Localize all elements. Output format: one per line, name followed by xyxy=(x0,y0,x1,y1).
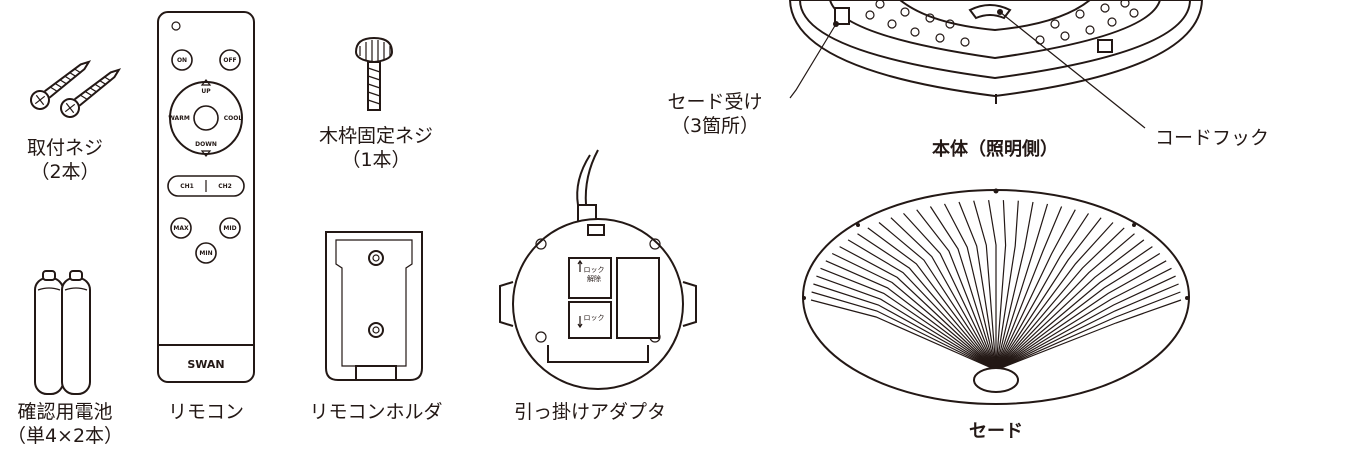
remote-warm-label: WARM xyxy=(168,115,190,122)
main-body-icon xyxy=(788,0,1204,129)
remote-holder-label: リモコンホルダ xyxy=(309,401,443,423)
shade-pleat xyxy=(813,283,997,371)
shade-holder-name: セード受け xyxy=(667,91,763,113)
wood-screw-qty: （1本） xyxy=(341,149,411,171)
remote-up-label: UP xyxy=(201,88,211,95)
shade-pleat xyxy=(995,260,1167,371)
shade-pleat xyxy=(995,201,1034,371)
mounting-screws-label: 取付ネジ （2本） xyxy=(0,136,130,184)
shade-pleat xyxy=(825,260,997,371)
shade-pleat xyxy=(995,213,1090,371)
shade-pleat xyxy=(811,291,997,371)
shade-pleat xyxy=(995,200,1007,371)
shade-pleat xyxy=(995,239,1145,371)
shade-pleat xyxy=(890,217,997,371)
shade-pleat xyxy=(847,239,997,371)
shade-pleat xyxy=(929,206,997,371)
wood-screw-icon xyxy=(354,36,394,111)
shade-holder-label: セード受け （3箇所） xyxy=(655,90,775,138)
remote-holder-icon xyxy=(325,231,423,381)
remote-ch2-label: CH2 xyxy=(218,183,232,190)
shade-pleat xyxy=(839,246,997,371)
shade-pleat xyxy=(857,233,997,371)
mounting-screws-icon xyxy=(30,60,122,118)
adapter-lock-release-label-1: ロック xyxy=(584,266,605,274)
shade-pleat xyxy=(973,200,997,371)
adapter-lock-label: ロック xyxy=(584,314,605,322)
shade-pleat xyxy=(958,201,997,371)
shade-pleat xyxy=(995,291,1181,371)
remote-ch1-label: CH1 xyxy=(180,183,194,190)
shade-pleat xyxy=(878,222,997,371)
remote-brand-label: SWAN xyxy=(187,358,224,371)
wood-screw-name: 木枠固定ネジ xyxy=(318,125,433,147)
remote-mid-label: MID xyxy=(223,225,236,232)
shade-pleat xyxy=(995,275,1176,371)
wood-screw-label: 木枠固定ネジ （1本） xyxy=(296,124,456,172)
remote-max-label: MAX xyxy=(173,225,189,232)
shade-pleat xyxy=(867,227,997,371)
remote-control-label: リモコン xyxy=(167,401,244,423)
shade-pleat xyxy=(995,209,1076,371)
shade-pleat xyxy=(831,252,997,371)
shade-pleat xyxy=(943,203,997,371)
remote-cool-label: COOL xyxy=(224,115,243,122)
remote-down-label: DOWN xyxy=(195,141,217,148)
shade-pleat xyxy=(995,217,1102,371)
battery-qty: （単4×2本） xyxy=(6,425,124,447)
shade-pleat xyxy=(995,206,1063,371)
remote-off-label: OFF xyxy=(223,57,236,64)
shade-pleat xyxy=(816,275,997,371)
shade-pleat xyxy=(995,222,1114,371)
mounting-screws-name: 取付ネジ xyxy=(26,137,103,159)
shade-icon xyxy=(802,188,1190,405)
shade-pleat xyxy=(903,212,997,371)
shade-pleat xyxy=(995,203,1049,371)
shade-pleat xyxy=(988,200,997,370)
shade-pleat xyxy=(995,299,1182,371)
shade-pleat xyxy=(995,246,1153,371)
shade-pleat xyxy=(916,209,997,371)
adapter-lock-release-label-2: 解除 xyxy=(587,274,601,283)
main-body-label: 本体（照明側） xyxy=(932,139,1058,160)
battery-label: 確認用電池 （単4×2本） xyxy=(0,400,130,448)
battery-icon xyxy=(34,270,91,395)
ceiling-adapter-icon: ロック 解除 ロック xyxy=(499,149,697,390)
shade-pleat xyxy=(995,283,1179,371)
remote-control-icon: ON OFF UP DOWN WARM COOL CH1 CH2 MAX MID… xyxy=(157,11,255,383)
shade-pleat xyxy=(820,267,997,371)
shade-label: セード xyxy=(969,421,1023,442)
mounting-screws-qty: （2本） xyxy=(30,161,100,183)
shade-pleat xyxy=(995,233,1135,371)
shade-pleat xyxy=(995,227,1125,371)
shade-holder-qty: （3箇所） xyxy=(670,115,760,137)
ceiling-adapter-label: 引っ掛けアダプタ xyxy=(513,401,666,423)
cord-hook-label: コードフック xyxy=(1154,127,1269,149)
shade-pleat xyxy=(995,252,1161,371)
remote-min-label: MIN xyxy=(199,250,212,257)
remote-on-label: ON xyxy=(177,57,187,64)
battery-name: 確認用電池 xyxy=(17,401,113,423)
shade-pleat xyxy=(995,267,1172,371)
shade-pleat xyxy=(810,299,997,371)
shade-pleat xyxy=(995,200,1019,371)
